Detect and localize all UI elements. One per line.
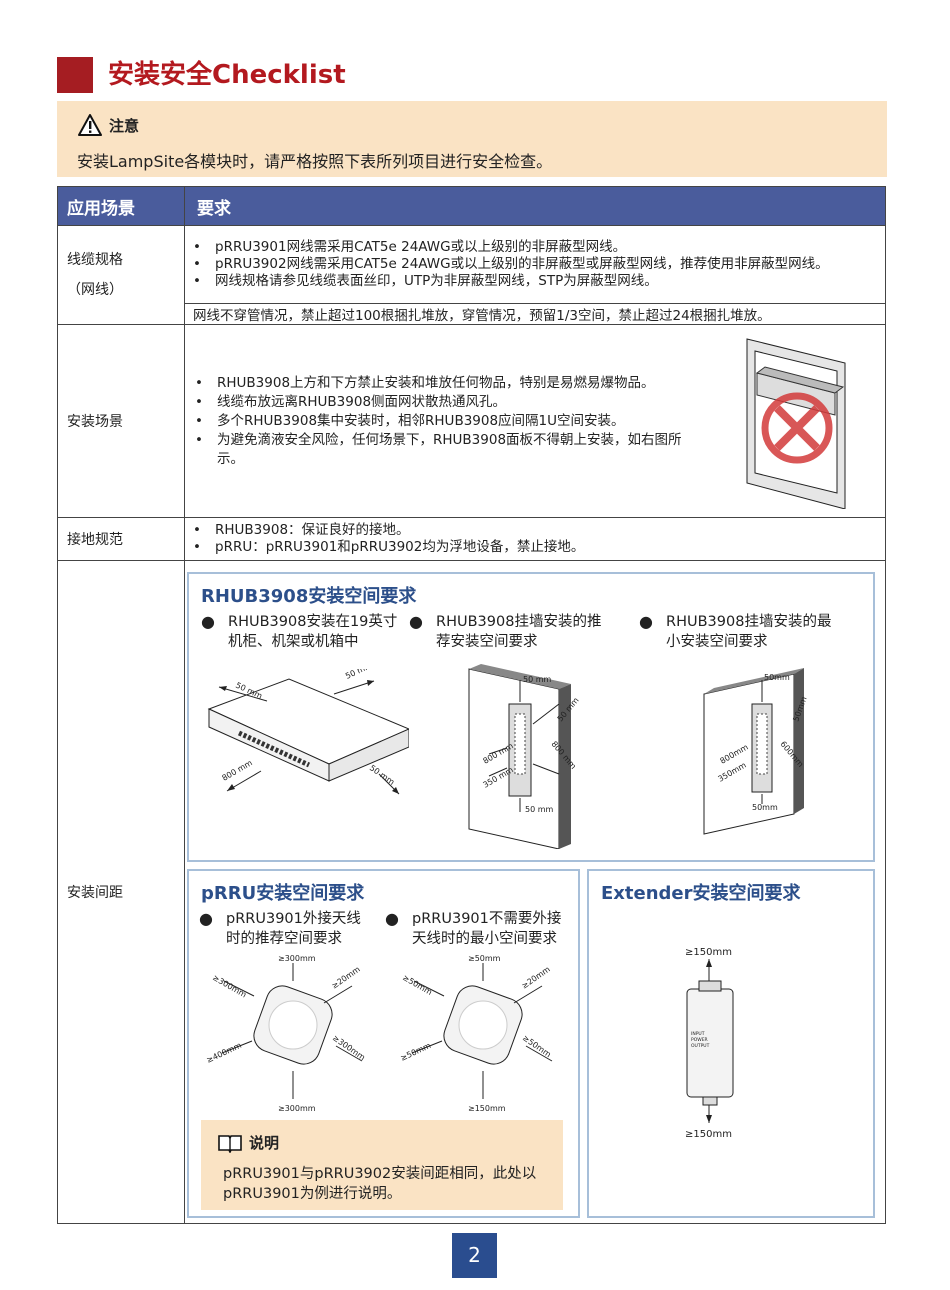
scene-label: 安装场景 — [57, 324, 185, 518]
wall-mount-recommended-diagram: 50 mm 50 mm 800 mm 800 mm 350 mm 50 mm — [468, 664, 581, 849]
dim-label: ≥50mm — [401, 973, 434, 997]
dim-label: ≥300mm — [278, 954, 316, 963]
dim-label: ≥150mm — [468, 1104, 506, 1113]
notice-box: 注意 安装LampSite各模块时，请严格按照下表所列项目进行安全检查。 — [57, 101, 887, 177]
note-box: 说明 pRRU3901与pRRU3902安装间距相同，此处以pRRU3901为例… — [201, 1120, 563, 1210]
notice-header: 注意 — [77, 113, 139, 137]
list-item: pRRU3901网线需采用CAT5e 24AWG或以上级别的非屏蔽型网线。 — [185, 239, 873, 256]
dim-label: ≥300mm — [331, 1033, 367, 1062]
dim-label: 800 mm — [221, 758, 255, 783]
book-icon — [218, 1134, 242, 1153]
cable-extra: 网线不穿管情况，禁止超过100根捆扎堆放，穿管情况，预留1/3空间，禁止超过24… — [184, 302, 886, 326]
prru-external-antenna-diagram: ≥300mm ≥300mm ≥20mm ≥400mm ≥300mm ≥300mm — [205, 954, 367, 1113]
cable-requirements: pRRU3901网线需采用CAT5e 24AWG或以上级别的非屏蔽型网线。 pR… — [184, 225, 886, 304]
table-header-row: 应用场景 要求 — [57, 186, 886, 226]
spacing-label: 安装间距 — [57, 560, 185, 1224]
extender-spacing-panel: Extender安装空间要求 ≥150mm INPUT POWER OUTPUT… — [587, 869, 875, 1218]
rhub-spacing-panel: RHUB3908安装空间要求 ●RHUB3908安装在19英寸机柜、机架或机箱中… — [187, 572, 875, 862]
port-label: POWER — [691, 1037, 708, 1043]
list-item: ●pRRU3901不需要外接天线时的最小空间要求 — [385, 909, 562, 947]
page-title: 安装安全Checklist — [108, 60, 346, 90]
dim-label: ≥150mm — [685, 947, 732, 958]
list-item: 网线规格请参见线缆表面丝印，UTP为非屏蔽型网线，STP为屏蔽型网线。 — [185, 273, 873, 290]
notice-label: 注意 — [109, 116, 140, 135]
cable-scene-cell: 线缆规格 （网线） — [57, 225, 185, 325]
rack-mount-diagram: 50 mm 50 mm 800 mm 50 mm — [207, 669, 409, 795]
list-item: 为避免滴液安全风险，任何场景下，RHUB3908面板不得朝上安装，如右图所示。 — [187, 431, 687, 469]
list-item: pRRU3902网线需采用CAT5e 24AWG或以上级别的非屏蔽型或屏蔽型网线… — [185, 256, 873, 273]
page-number: 2 — [452, 1233, 497, 1278]
dim-label: ≥400mm — [205, 1041, 243, 1065]
list-item: 线缆布放远离RHUB3908侧面网状散热通风孔。 — [187, 393, 687, 412]
list-item: ●RHUB3908挂墙安装的最小安装空间要求 — [639, 612, 832, 650]
dim-label: 50 mm — [525, 805, 554, 814]
prru-no-antenna-diagram: ≥50mm ≥50mm ≥20mm ≥50mm ≥50mm ≥150mm — [399, 954, 553, 1113]
dim-label: ≥20mm — [330, 965, 362, 991]
table-row: 接地规范 RHUB3908：保证良好的接地。 pRRU：pRRU3901和pRR… — [57, 517, 886, 561]
warning-icon — [78, 114, 102, 136]
dim-label: ≥50mm — [468, 954, 501, 963]
dim-label: ≥300mm — [211, 973, 248, 1000]
list-item: 多个RHUB3908集中安装时，相邻RHUB3908应间隔1U空间安装。 — [187, 412, 687, 431]
list-item: ●RHUB3908挂墙安装的推荐安装空间要求 — [409, 612, 602, 650]
note-text: pRRU3901与pRRU3902安装间距相同，此处以pRRU3901为例进行说… — [223, 1166, 537, 1202]
rhub-panel-title: RHUB3908安装空间要求 — [201, 586, 417, 607]
dim-label: ≥20mm — [520, 965, 552, 991]
dim-label: ≥50mm — [399, 1041, 432, 1063]
title-marker — [57, 57, 93, 93]
list-item: RHUB3908上方和下方禁止安装和堆放任何物品，特别是易燃易爆物品。 — [187, 374, 687, 393]
table-row: 安装场景 RHUB3908上方和下方禁止安装和堆放任何物品，特别是易燃易爆物品。… — [57, 324, 886, 518]
dim-label: 50mm — [764, 673, 790, 682]
extender-diagram: ≥150mm INPUT POWER OUTPUT ≥150mm — [685, 947, 734, 1140]
list-item: RHUB3908：保证良好的接地。 — [185, 522, 885, 539]
prru-panel-title: pRRU安装空间要求 — [201, 883, 365, 904]
note-header: 说明 — [217, 1132, 279, 1153]
note-label: 说明 — [249, 1134, 280, 1152]
notice-text: 安装LampSite各模块时，请严格按照下表所列项目进行安全检查。 — [77, 152, 553, 171]
port-label: OUTPUT — [691, 1043, 710, 1049]
list-item: pRRU：pRRU3901和pRRU3902均为浮地设备，禁止接地。 — [185, 539, 885, 556]
table-row: 线缆规格 （网线） pRRU3901网线需采用CAT5e 24AWG或以上级别的… — [57, 225, 886, 325]
port-label: INPUT — [691, 1031, 705, 1037]
wall-mount-minimum-diagram: 50mm 50mm 800mm 600mm 350mm 50mm — [703, 668, 809, 835]
dim-label: 50mm — [752, 803, 778, 812]
extender-panel-title: Extender安装空间要求 — [601, 883, 801, 904]
dim-label: ≥50mm — [521, 1033, 553, 1059]
dim-label: ≥150mm — [685, 1129, 732, 1140]
dim-label: 50 mm — [523, 675, 552, 684]
scene-requirements: RHUB3908上方和下方禁止安装和堆放任何物品，特别是易燃易爆物品。 线缆布放… — [184, 324, 886, 518]
list-item: ●RHUB3908安装在19英寸机柜、机架或机箱中 — [201, 612, 398, 650]
list-item: ●pRRU3901外接天线时的推荐空间要求 — [199, 909, 361, 947]
header-requirement: 要求 — [184, 186, 886, 226]
cable-label: 线缆规格 — [67, 252, 123, 268]
ground-label: 接地规范 — [57, 517, 185, 561]
ground-requirements: RHUB3908：保证良好的接地。 pRRU：pRRU3901和pRRU3902… — [184, 517, 886, 561]
dim-label: 50 mm — [344, 669, 374, 681]
table-row: 网线不穿管情况，禁止超过100根捆扎堆放，穿管情况，预留1/3空间，禁止超过24… — [58, 302, 886, 326]
header-scene: 应用场景 — [57, 186, 185, 226]
dim-label: ≥300mm — [278, 1104, 316, 1113]
dim-label: 50 mm — [368, 763, 397, 787]
prohibited-facing-up-illustration — [746, 333, 855, 509]
cable-sublabel: （网线） — [67, 282, 123, 298]
